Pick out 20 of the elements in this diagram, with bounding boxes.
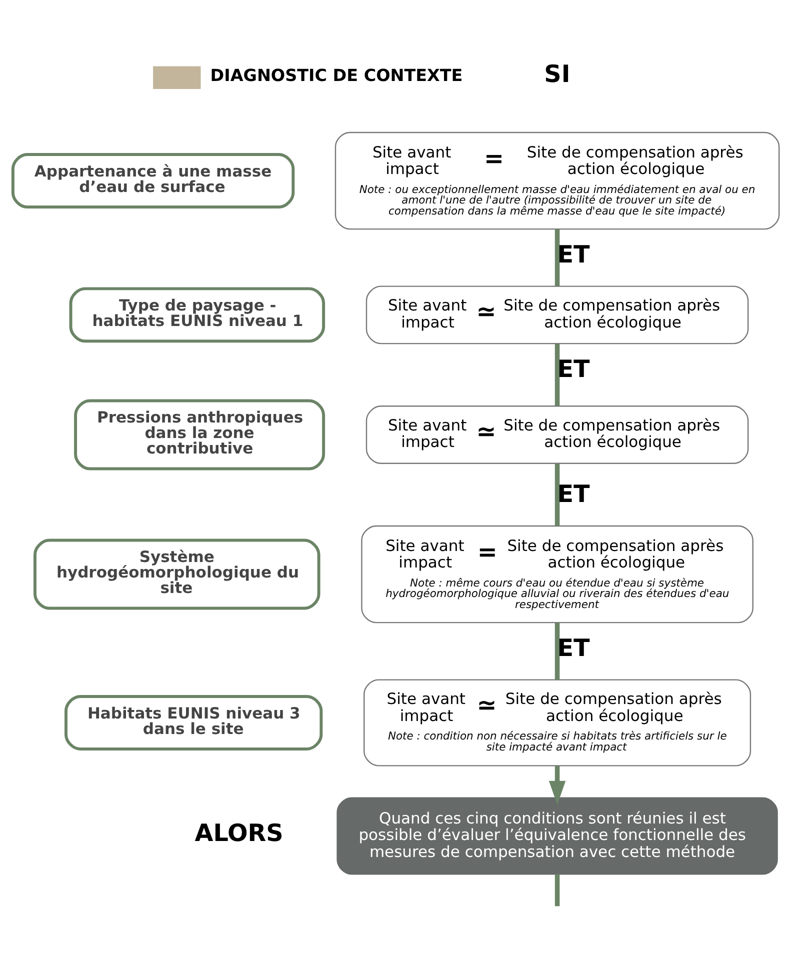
node-box: Pressions anthropiques dans la zone contributive: [74, 398, 326, 470]
legend-label: DIAGNOSTIC DE CONTEXTE: [210, 65, 463, 84]
connector: [554, 228, 560, 286]
edge-label: ET: [557, 240, 590, 268]
edge-label: ET: [557, 480, 590, 508]
node-box: Site avant impact = Site de compensation après action écologique Note : ou exceptionnellement masse d'eau immédiatement en aval ou en amont l'une de l'autre (impossibilité de trouver un site de compensation dans la même masse d'eau que le site impacté): [334, 131, 780, 230]
node-box: Quand ces cinq conditions sont réunies il est possible d’évaluer l’équivalence fonctionnelle des mesures de compensation avec cette méthode: [336, 796, 778, 874]
node-box: Système hydrogéomorphologique du site: [34, 538, 320, 610]
node-box: Type de paysage - habitats EUNIS niveau 1: [69, 286, 326, 342]
label: ALORS: [194, 818, 284, 846]
arrow: [548, 765, 566, 804]
edge-label: ET: [557, 633, 590, 662]
edge-label: ET: [557, 354, 590, 382]
connector: [554, 874, 560, 906]
connector: [554, 463, 560, 526]
node-box: Appartenance à une masse d’eau de surface: [11, 152, 295, 208]
connector: [554, 622, 560, 680]
node-box: Habitats EUNIS niveau 3 dans le site: [64, 694, 323, 750]
connector: [554, 343, 560, 406]
label: SI: [544, 59, 570, 88]
